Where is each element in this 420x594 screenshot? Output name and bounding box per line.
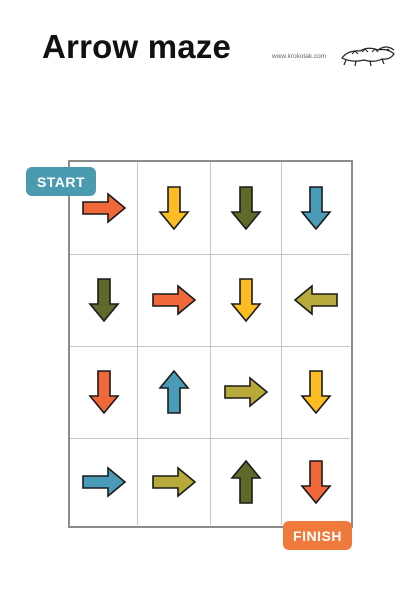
site-url[interactable]: www.krokotak.com bbox=[272, 53, 327, 60]
grid-line bbox=[210, 162, 211, 525]
arrow-up-icon bbox=[157, 369, 190, 414]
arrow-right-icon bbox=[223, 376, 268, 408]
arrow-up-icon bbox=[229, 459, 262, 504]
maze-cell[interactable] bbox=[281, 346, 350, 438]
crocodile-logo-icon bbox=[341, 46, 395, 67]
arrow-down-icon bbox=[299, 186, 332, 231]
maze-cell[interactable] bbox=[281, 438, 350, 525]
maze-cell[interactable] bbox=[70, 162, 137, 254]
maze-cell[interactable] bbox=[210, 254, 281, 346]
arrow-down-icon bbox=[87, 278, 120, 323]
maze-cell[interactable] bbox=[137, 254, 210, 346]
arrow-right-icon bbox=[81, 192, 126, 224]
maze-cell[interactable] bbox=[137, 438, 210, 525]
grid-line bbox=[70, 254, 350, 255]
maze-cell[interactable] bbox=[210, 438, 281, 525]
arrow-down-icon bbox=[299, 459, 332, 504]
arrow-down-icon bbox=[87, 370, 120, 415]
maze-cell[interactable] bbox=[281, 162, 350, 254]
start-label: START bbox=[26, 167, 96, 196]
grid-line bbox=[281, 162, 282, 525]
maze-cell[interactable] bbox=[210, 162, 281, 254]
finish-label: FINISH bbox=[283, 521, 352, 550]
arrow-right-icon bbox=[151, 284, 196, 316]
maze-cell[interactable] bbox=[137, 162, 210, 254]
maze-cell[interactable] bbox=[70, 254, 137, 346]
maze-cell[interactable] bbox=[210, 346, 281, 438]
maze-cell[interactable] bbox=[281, 254, 350, 346]
maze-board bbox=[68, 160, 353, 528]
arrow-right-icon bbox=[151, 465, 196, 498]
grid-line bbox=[70, 346, 350, 347]
arrow-down-icon bbox=[229, 278, 262, 323]
maze-cell[interactable] bbox=[70, 438, 137, 525]
maze-cell[interactable] bbox=[70, 346, 137, 438]
arrow-down-icon bbox=[229, 186, 262, 231]
arrow-down-icon bbox=[299, 370, 332, 415]
page-title: Arrow maze bbox=[42, 28, 232, 65]
grid-line bbox=[70, 438, 350, 439]
arrow-left-icon bbox=[293, 284, 338, 316]
arrow-right-icon bbox=[81, 465, 126, 498]
arrow-down-icon bbox=[157, 186, 190, 231]
grid-line bbox=[137, 162, 138, 525]
maze-cell[interactable] bbox=[137, 346, 210, 438]
